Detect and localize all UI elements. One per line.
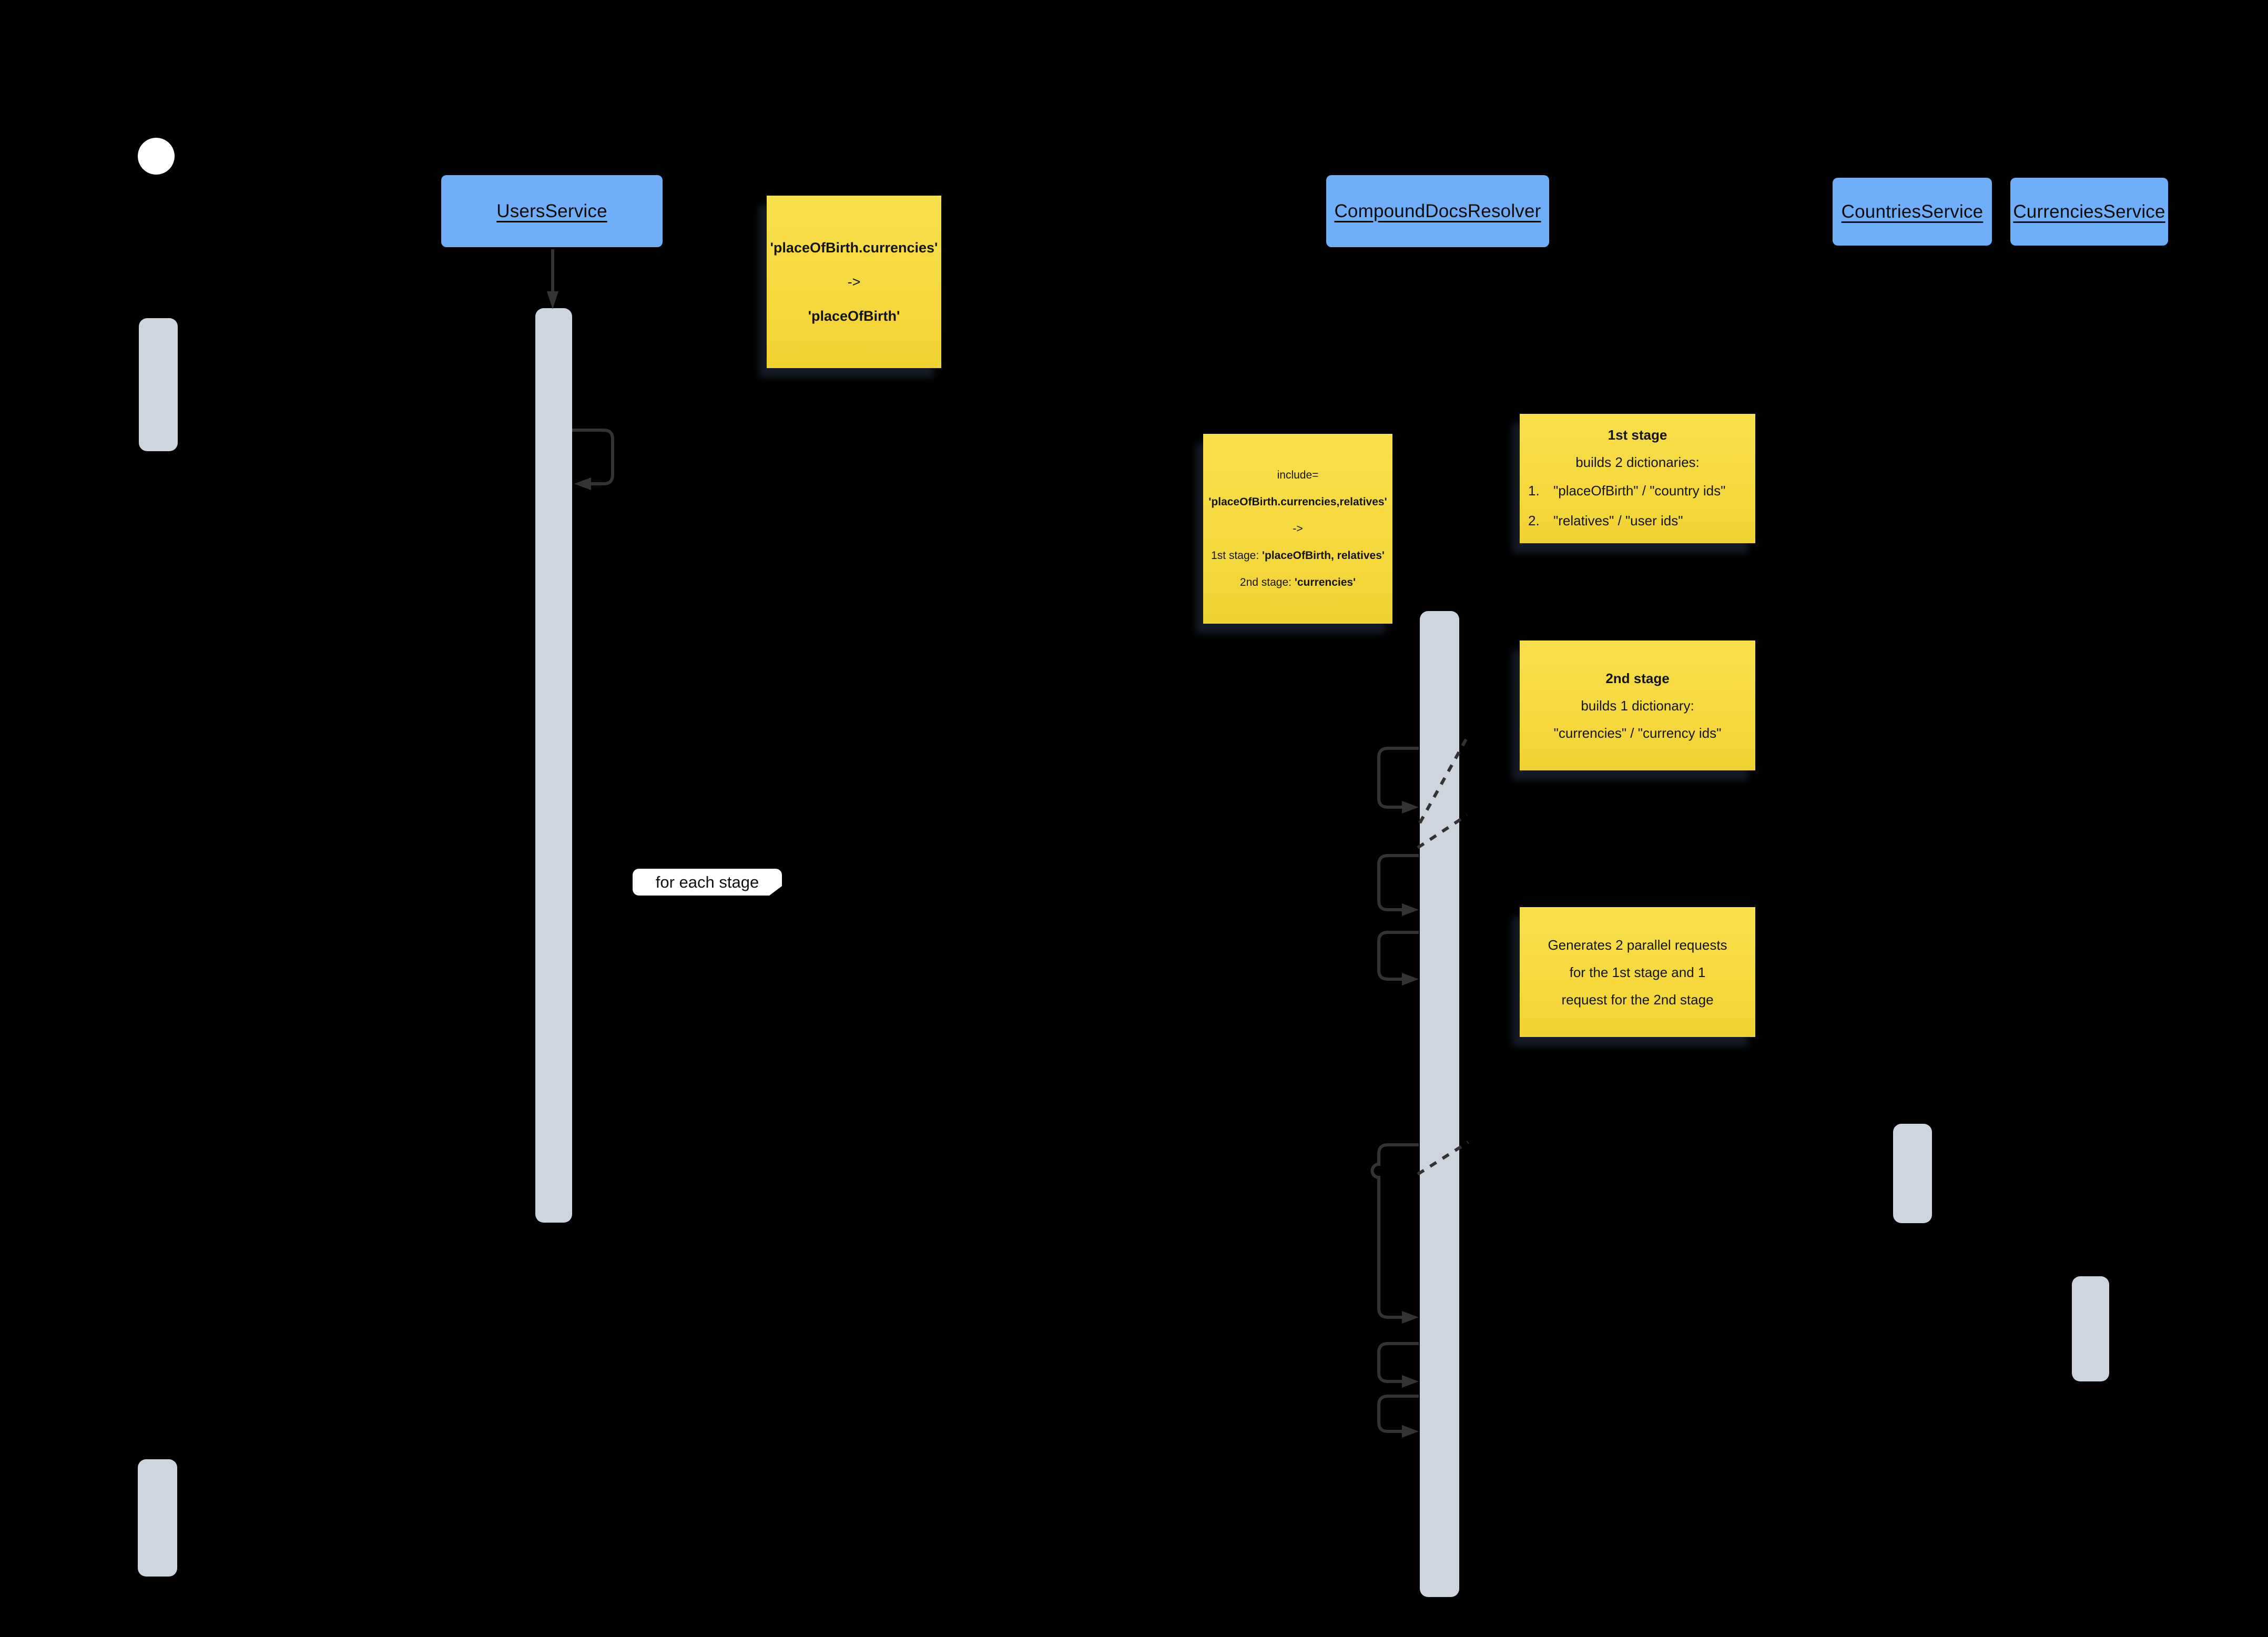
note-line: 2nd stage: 'currencies' — [1239, 576, 1356, 588]
users-self-call-loop — [572, 429, 614, 485]
participant-countries-service-label: CountriesService — [1841, 201, 1984, 222]
resolver-self-call-loop-4 — [1370, 1143, 1419, 1319]
resolver-self-call-loop-5 — [1377, 1342, 1419, 1383]
loop-label-text: for each stage — [655, 872, 759, 891]
note-first-stage: 1st stage builds 2 dictionaries: 1."plac… — [1520, 414, 1755, 543]
participant-users-service[interactable]: UsersService — [441, 175, 663, 247]
actor-start-circle — [138, 138, 175, 175]
users-self-call-arrowhead — [574, 477, 591, 490]
note-list-item: 1."placeOfBirth" / "country ids" — [1528, 483, 1726, 499]
resolver-activation — [1420, 611, 1459, 1597]
participant-compound-docs-resolver-label: CompoundDocsResolver — [1334, 200, 1541, 221]
resolver-self-call-loop-3 — [1377, 931, 1419, 981]
note-list-item: 2."relatives" / "user ids" — [1528, 513, 1683, 528]
participant-users-service-label: UsersService — [496, 200, 607, 221]
resolver-self-call-arrowhead-1 — [1402, 801, 1419, 814]
note-line: request for the 2nd stage — [1561, 991, 1714, 1008]
note-title: 1st stage — [1608, 427, 1667, 443]
participant-countries-service[interactable]: CountriesService — [1833, 178, 1992, 246]
note-line: "currencies" / "currency ids" — [1553, 725, 1722, 741]
resolver-self-call-arrowhead-5 — [1402, 1375, 1419, 1388]
note-line: builds 1 dictionary: — [1581, 697, 1694, 714]
note-line: -> — [847, 273, 861, 290]
resolver-self-call-arrowhead-4 — [1402, 1311, 1419, 1324]
note-line: 'placeOfBirth.currencies,relatives' — [1208, 496, 1387, 508]
note-place-of-birth-currencies: 'placeOfBirth.currencies' -> 'placeOfBir… — [767, 196, 941, 368]
currencies-service-activation — [2072, 1276, 2109, 1381]
resolver-self-call-loop-1 — [1377, 747, 1419, 809]
note-line: 'placeOfBirth.currencies' — [770, 239, 938, 256]
note-parallel-requests: Generates 2 parallel requests for the 1s… — [1520, 907, 1755, 1037]
participant-compound-docs-resolver[interactable]: CompoundDocsResolver — [1326, 175, 1549, 247]
note-line: Generates 2 parallel requests — [1548, 937, 1727, 953]
resolver-self-call-loop-6 — [1377, 1395, 1419, 1433]
participant-currencies-service[interactable]: CurrenciesService — [2010, 178, 2168, 246]
countries-service-activation — [1893, 1124, 1932, 1223]
note-line: -> — [1293, 523, 1303, 535]
loop-label: for each stage — [633, 869, 782, 896]
resolver-self-call-loop-2 — [1377, 854, 1419, 911]
resolver-self-call-arrowhead-2 — [1402, 903, 1419, 916]
participant-currencies-service-label: CurrenciesService — [2013, 201, 2165, 222]
note-line: 'placeOfBirth' — [808, 308, 900, 324]
note-line: builds 2 dictionaries: — [1575, 454, 1700, 470]
note-line: for the 1st stage and 1 — [1569, 964, 1706, 980]
note-title: 2nd stage — [1605, 670, 1670, 686]
note-line: 1st stage: 'placeOfBirth, relatives' — [1211, 550, 1385, 562]
resolver-self-call-arrowhead-3 — [1402, 973, 1419, 985]
users-service-activation — [535, 308, 572, 1223]
initial-message-arrowhead — [547, 291, 558, 309]
actor-activation-bottom — [138, 1459, 177, 1577]
note-second-stage: 2nd stage builds 1 dictionary: "currenci… — [1520, 640, 1755, 770]
note-include-stages: include= 'placeOfBirth.currencies,relati… — [1203, 434, 1392, 624]
resolver-self-call-arrowhead-6 — [1402, 1425, 1419, 1438]
note-line: include= — [1277, 469, 1319, 481]
actor-activation-top — [139, 318, 178, 451]
